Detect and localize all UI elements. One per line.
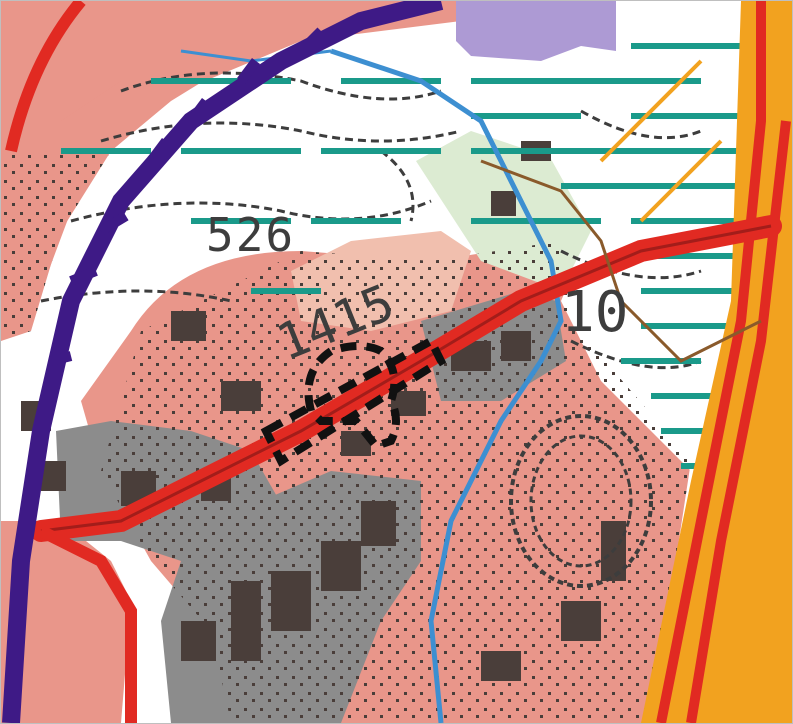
brown-boundary-line [480, 159, 762, 363]
main-road-centerline [40, 224, 772, 533]
contour-lines [40, 71, 702, 370]
branch-road-southwest [38, 525, 137, 723]
stream [330, 48, 564, 723]
sports-track [509, 414, 653, 588]
road-northwest [5, 1, 86, 153]
study-area-boundary-box [260, 335, 447, 467]
institutional-block [456, 1, 616, 61]
orange-lines [599, 59, 723, 223]
label-elevation-526: 526 [206, 208, 295, 262]
residential-zone-southwest [1, 521, 131, 723]
railway-line [2, 1, 444, 723]
railway-ties [49, 27, 325, 366]
highlighted-study-area[interactable] [260, 335, 447, 467]
label-parcel-10: 10 [561, 280, 628, 345]
